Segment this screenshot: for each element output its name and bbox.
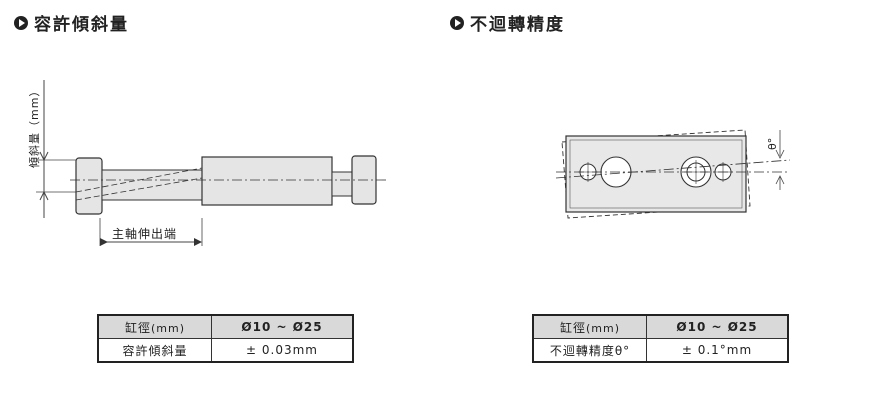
left-section-title: 容許傾斜量 [14, 10, 129, 35]
play-bullet-icon [14, 15, 28, 30]
tilt-tolerance-diagram: 傾斜量（mm） 主軸伸出端 [27, 80, 388, 246]
rod-extension-label: 主軸伸出端 [112, 227, 177, 241]
tilt-label-cell: 容許傾斜量 [97, 338, 212, 363]
tilt-amount-label: 傾斜量（mm） [27, 85, 41, 168]
bore-header-cell: 缸徑(mm) [532, 314, 647, 339]
table-header-row: 缸徑(mm) Ø10 ~ Ø25 [532, 314, 789, 339]
angle-label: θ° [766, 138, 779, 150]
right-section-title: 不迴轉精度 [450, 10, 565, 35]
bore-range-cell: Ø10 ~ Ø25 [646, 314, 789, 339]
tilt-spec-table: 缸徑(mm) Ø10 ~ Ø25 容許傾斜量 ± 0.03mm [97, 314, 354, 363]
bore-header-cell: 缸徑(mm) [97, 314, 212, 339]
table-row: 容許傾斜量 ± 0.03mm [97, 338, 354, 363]
table-row: 不迴轉精度θ° ± 0.1°mm [532, 338, 789, 363]
non-rotation-diagram: θ° [555, 129, 791, 219]
rotation-value-cell: ± 0.1°mm [646, 338, 789, 363]
play-bullet-icon [450, 15, 464, 30]
rotation-spec-table: 缸徑(mm) Ø10 ~ Ø25 不迴轉精度θ° ± 0.1°mm [532, 314, 789, 363]
right-title-text: 不迴轉精度 [470, 15, 565, 35]
tilt-value-cell: ± 0.03mm [211, 338, 354, 363]
left-title-text: 容許傾斜量 [34, 15, 129, 35]
bore-range-cell: Ø10 ~ Ø25 [211, 314, 354, 339]
rotation-label-cell: 不迴轉精度θ° [532, 338, 647, 363]
table-header-row: 缸徑(mm) Ø10 ~ Ø25 [97, 314, 354, 339]
